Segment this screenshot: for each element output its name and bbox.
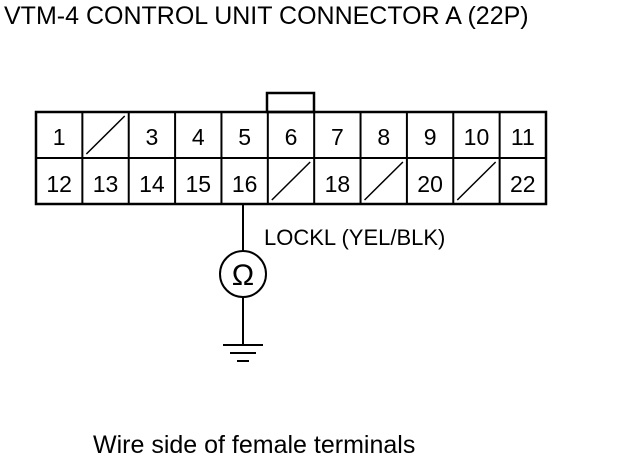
terminal-9: 9 <box>424 124 437 150</box>
diagram-title: VTM-4 CONTROL UNIT CONNECTOR A (22P) <box>4 2 529 30</box>
empty-cavity-slash <box>85 115 126 155</box>
terminal-12: 12 <box>46 171 72 197</box>
empty-cavity-slash <box>364 161 404 201</box>
terminal-4: 4 <box>192 124 205 150</box>
diagram-caption: Wire side of female terminals <box>93 431 416 459</box>
connector-lock-tab <box>265 91 316 114</box>
terminal-10: 10 <box>464 124 490 150</box>
terminal-11: 11 <box>511 124 535 150</box>
ohm-symbol: Ω <box>232 259 254 292</box>
empty-cavity-slash <box>456 161 497 201</box>
terminal-1: 1 <box>53 124 66 150</box>
terminal-3: 3 <box>146 124 159 150</box>
empty-cavity-slash <box>271 161 311 201</box>
terminal-20: 20 <box>417 171 443 197</box>
terminal-7: 7 <box>331 124 344 150</box>
terminal-5: 5 <box>238 124 251 150</box>
terminal-14: 14 <box>139 171 165 197</box>
terminal-13: 13 <box>93 171 119 197</box>
terminal-22: 22 <box>510 171 536 197</box>
terminal-16: 16 <box>232 171 258 197</box>
terminal-15: 15 <box>185 171 211 197</box>
ground-icon <box>223 344 263 362</box>
cell-dividers <box>81 112 501 204</box>
wire-label: LOCKL (YEL/BLK) <box>264 225 446 250</box>
terminal-18: 18 <box>325 171 351 197</box>
terminal-6: 6 <box>285 124 298 150</box>
terminal-8: 8 <box>377 124 390 150</box>
empty-cavity-marks <box>85 115 497 201</box>
